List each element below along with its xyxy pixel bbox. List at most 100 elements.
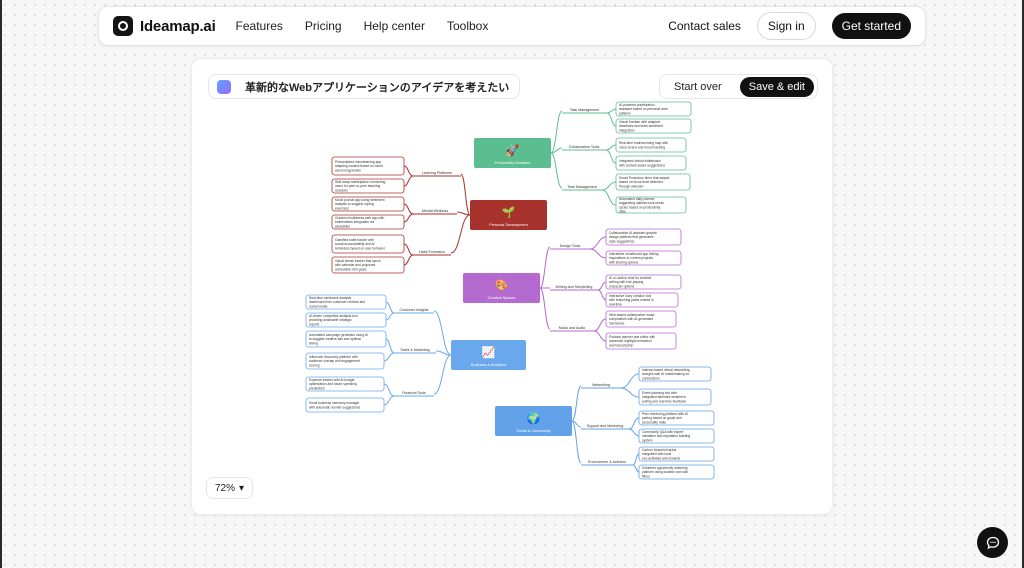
subtopic-label[interactable]: Time Management [567,185,597,189]
idea-leaf-box[interactable] [331,178,405,194]
idea-leaf-box[interactable] [305,294,387,310]
logo-icon [113,16,133,36]
connector-line [606,112,617,127]
connector-line [632,464,640,473]
prompt-text: 革新的なWebアプリケーションのアイデアを考えたい [245,81,510,94]
idea-leaf-box[interactable] [638,428,715,444]
idea-leaf-box[interactable] [638,410,715,426]
idea-leaf-box[interactable] [605,292,679,308]
subtopic-label[interactable]: Task Management [570,108,599,112]
idea-leaf-box[interactable] [615,101,692,117]
idea-leaf-box[interactable] [605,310,677,328]
mindmap-canvas[interactable]: Task Management AI-powered prioritization… [192,59,834,516]
get-started-button[interactable]: Get started [831,13,911,39]
nav-link-help-center[interactable]: Help center [363,19,425,33]
connector-line [385,301,395,314]
topic-node-creative[interactable] [463,273,540,303]
idea-leaf-box[interactable] [331,156,405,176]
idea-leaf-box[interactable] [615,173,691,191]
business-emoji-icon: 📈 [482,346,496,359]
idea-leaf-box[interactable] [305,312,387,328]
topic-node-business[interactable] [451,340,526,370]
idea-leaf-box[interactable] [615,137,687,153]
connector-line [601,181,617,191]
nav-link-toolbox[interactable]: Toolbox [446,19,489,33]
idea-leaf-box[interactable] [305,352,385,370]
idea-leaf-box[interactable] [331,214,405,230]
idea-leaf-box[interactable] [331,196,405,212]
idea-leaf-box[interactable] [605,274,682,290]
subtopic-label[interactable]: Support and Mentoring [587,424,624,428]
subtopic-label[interactable]: Writing and Storytelling [556,285,593,289]
social-emoji-icon: 🌍 [527,412,541,425]
subtopic-label[interactable]: Learning Platforms [422,171,452,175]
idea-leaf-box[interactable] [605,250,682,266]
connector-line [601,189,617,206]
subtopic-label[interactable]: Networking [592,383,610,387]
subtopic-label[interactable]: Design Tools [560,244,581,248]
prompt-box[interactable]: 革新的なWebアプリケーションのアイデアを考えたい [208,74,521,99]
topic-node-productivity[interactable] [474,138,551,168]
connector-line [606,108,617,114]
contact-sales-link[interactable]: Contact sales [668,19,741,33]
idea-leaf-box[interactable] [305,376,385,392]
connector-line [628,428,640,437]
window-edge-left [0,0,2,568]
subtopic-label[interactable]: Customer Insights [400,308,429,312]
chat-support-button[interactable] [977,527,1008,558]
subtopic-label[interactable]: Collaboration Tools [569,145,600,149]
connector-line [571,385,582,422]
topic-node-label: Personal Development [489,223,528,227]
idea-leaf-box[interactable] [615,118,692,134]
topic-node-social[interactable] [495,406,572,436]
connector-line [403,165,414,177]
subtopic-label[interactable]: Mental Wellness [422,209,449,213]
zoom-selector[interactable]: 72% ▾ [206,477,254,499]
brand-logo[interactable]: Ideamap.ai [113,16,216,36]
subtopic-label[interactable]: Sales & Marketing [400,348,429,352]
idea-leaf-box[interactable] [615,196,687,214]
connector-line [403,203,414,215]
nav-link-features[interactable]: Features [235,19,283,33]
topic-node-personal[interactable] [470,200,547,230]
zoom-level: 72% [215,482,236,494]
nav-link-pricing[interactable]: Pricing [304,19,342,33]
connector-line [589,248,607,259]
idea-leaf-box[interactable] [638,446,715,462]
subtopic-label[interactable]: Environment & Activism [588,460,626,464]
idea-leaf-box[interactable] [331,234,405,254]
idea-leaf-box[interactable] [605,228,682,246]
connector-line [589,236,607,250]
connector-line [383,352,395,362]
idea-leaf-box[interactable] [605,332,677,350]
subtopic-label[interactable]: Music and Audio [559,326,585,330]
save-edit-button[interactable]: Save & edit [739,76,814,97]
idea-leaf-box[interactable] [305,330,387,348]
subtopic-label[interactable]: Financial Tools [402,391,426,395]
start-over-button[interactable]: Start over [674,80,722,93]
idea-leaf-box[interactable] [638,464,715,480]
idea-leaf-box[interactable] [331,256,405,274]
idea-leaf-box[interactable] [638,388,712,406]
brand-name: Ideamap.ai [140,17,216,35]
sign-in-button[interactable]: Sign in [756,12,816,40]
idea-leaf-box[interactable] [305,397,385,413]
idea-leaf-box[interactable] [615,155,687,171]
connector-line [597,281,607,291]
chevron-down-icon: ▾ [239,482,245,494]
connector-line [632,453,640,466]
idea-leaf-box[interactable] [638,366,712,382]
subtopic-label[interactable]: Habit Formation [419,250,445,254]
